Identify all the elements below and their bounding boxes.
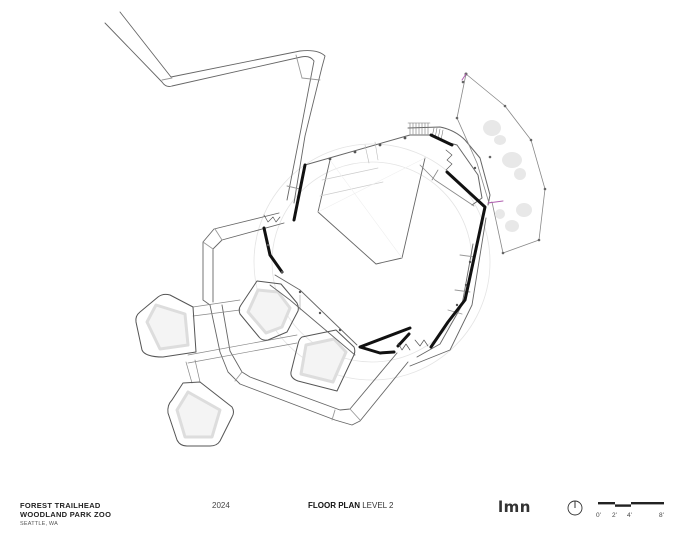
scale-label-4: 4' — [627, 512, 632, 519]
pod-south — [290, 329, 356, 392]
doors — [263, 149, 453, 351]
scale-label-8: 8' — [659, 512, 664, 519]
pod-bridges — [185, 294, 301, 384]
scale-label-2: 2' — [612, 512, 617, 519]
planting-area — [455, 72, 547, 255]
south-walkway — [209, 304, 409, 426]
columns — [266, 136, 477, 332]
exterior-walls — [262, 133, 487, 355]
building-perimeter — [269, 217, 487, 367]
sheet-title-main: FLOOR PLAN — [308, 501, 360, 510]
entry-walkway — [104, 11, 326, 204]
floor-plan-drawing — [104, 11, 547, 447]
project-year: 2024 — [212, 501, 230, 510]
north-arrow-icon — [567, 500, 583, 516]
project-info: FOREST TRAILHEAD WOODLAND PARK ZOO SEATT… — [20, 501, 111, 529]
project-name-line2: WOODLAND PARK ZOO — [20, 510, 112, 519]
west-walkway — [202, 212, 285, 306]
title-block: FOREST TRAILHEAD WOODLAND PARK ZOO SEATT… — [0, 490, 700, 540]
project-location: SEATTLE, WA — [20, 521, 58, 527]
interior-volume — [317, 141, 475, 265]
sheet-title: FLOOR PLAN LEVEL 2 — [308, 501, 394, 510]
firm-logo: lmn — [498, 498, 531, 516]
pod-central — [238, 280, 299, 341]
pod-south-west — [167, 381, 234, 447]
pod-west — [135, 293, 197, 358]
scale-label-0: 0' — [596, 512, 601, 519]
scale-bar-graphic — [598, 502, 664, 507]
sheet-title-level: LEVEL 2 — [360, 501, 394, 510]
project-name-line1: FOREST TRAILHEAD — [20, 501, 101, 510]
scale-bar: 0' 2' 4' 8' — [596, 498, 666, 526]
